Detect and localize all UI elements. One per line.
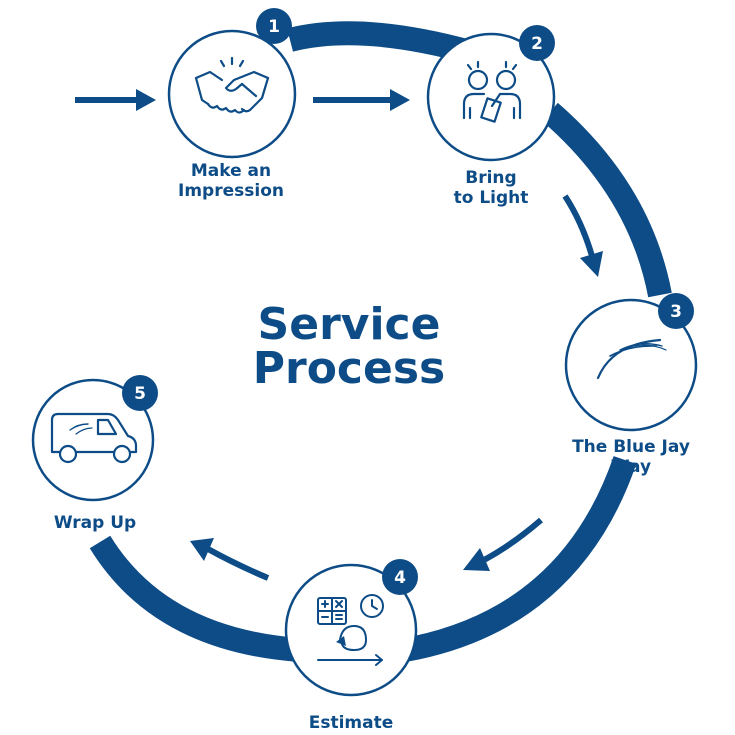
step-5-label: Wrap Up	[54, 513, 136, 533]
step-1-label-line1: Make an	[191, 161, 271, 181]
arrow-4-5-icon	[190, 538, 270, 581]
ring-arc-1-2	[287, 21, 474, 64]
arrow-2-3-icon	[562, 194, 603, 277]
ring-arc-3-4	[402, 456, 637, 662]
title-line2: Process	[253, 343, 445, 394]
step-2-label-line2: to Light	[454, 188, 529, 208]
step-2: 2 Bring to Light	[426, 25, 556, 208]
arrow-3-4-icon	[463, 517, 543, 571]
title-line1: Service	[258, 299, 441, 350]
blue-jay-wing-icon	[596, 338, 667, 380]
step-3-number: 3	[670, 302, 682, 322]
step-3-label-line2: Way	[611, 457, 651, 477]
step-5-number: 5	[134, 384, 146, 404]
arrow-1-2-icon	[313, 89, 410, 111]
process-ring	[89, 21, 672, 662]
people-with-tablet-icon	[462, 60, 522, 123]
ring-arc-4-5	[89, 535, 301, 662]
step-1: 1 Make an Impression	[167, 8, 297, 201]
step-4: 4 Estimate	[284, 559, 418, 733]
step-4-label: Estimate	[309, 713, 394, 733]
handshake-icon	[194, 56, 270, 114]
step-4-number: 4	[394, 568, 406, 588]
step-3: 3 The Blue Jay Way	[564, 293, 698, 477]
step-1-number: 1	[268, 17, 280, 37]
step-1-label-line2: Impression	[178, 181, 284, 201]
van-icon	[50, 412, 138, 464]
step-2-number: 2	[531, 34, 543, 54]
ring-arc-2-3	[542, 102, 672, 298]
arrow-in-icon	[75, 89, 156, 111]
flow-arrows	[75, 89, 603, 581]
calculator-clock-icon	[317, 594, 384, 666]
step-5: 5 Wrap Up	[31, 375, 158, 533]
step-3-label-line1: The Blue Jay	[572, 437, 690, 457]
step-2-label-line1: Bring	[465, 168, 516, 188]
